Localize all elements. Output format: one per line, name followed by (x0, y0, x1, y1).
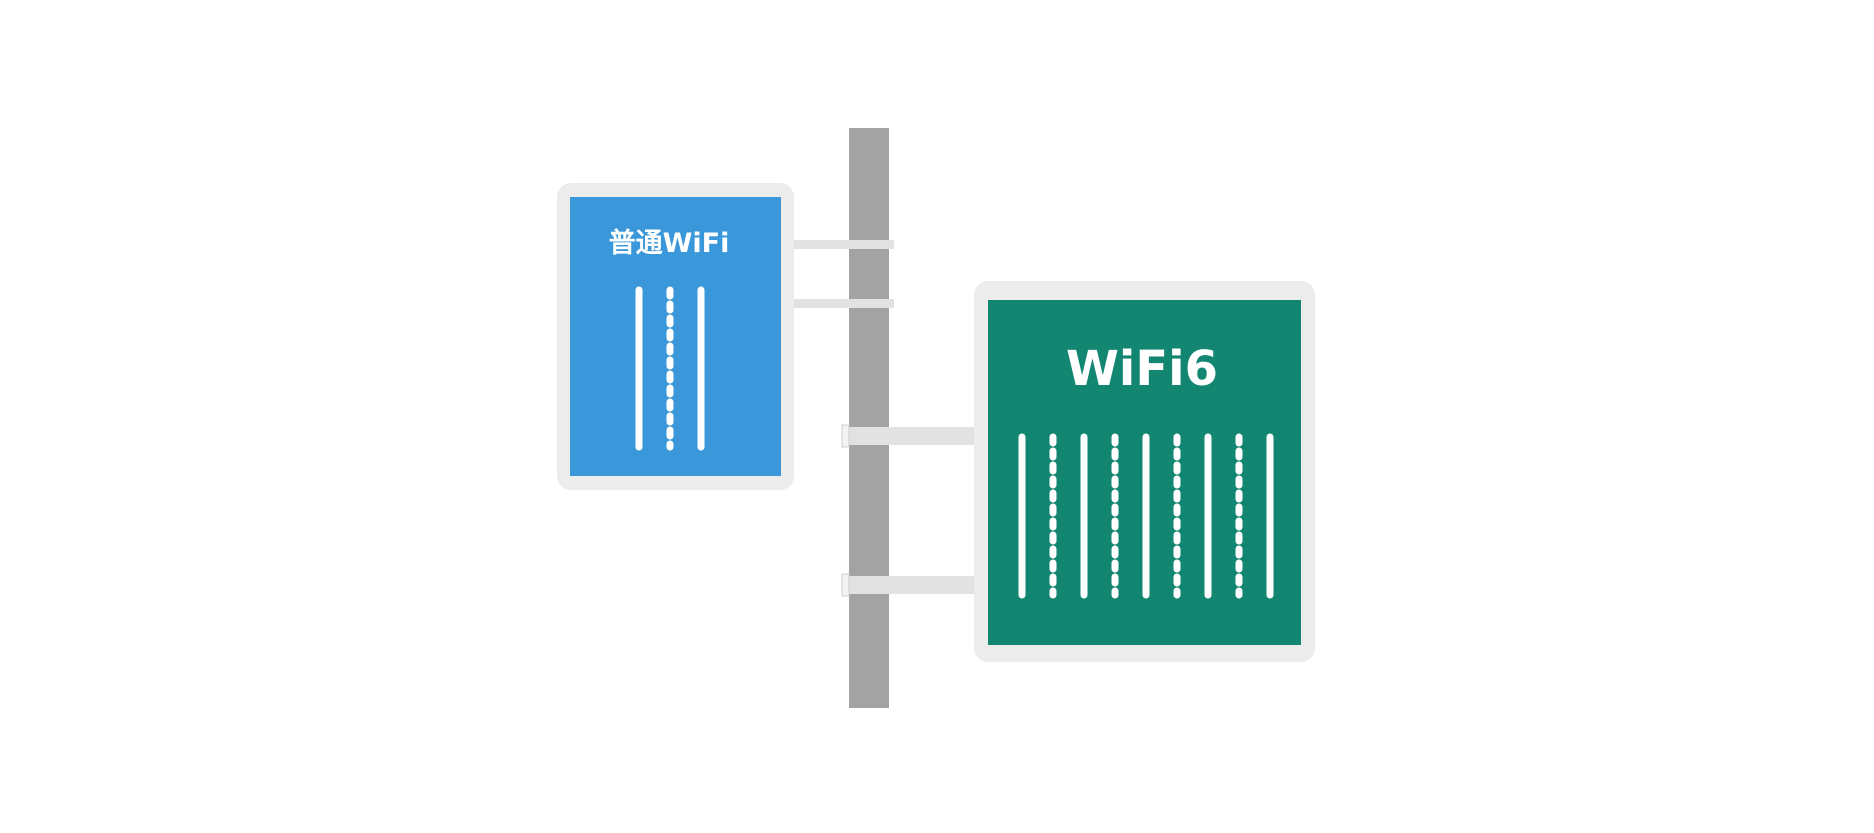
lower-bracket-left (794, 299, 894, 308)
regular-lane-lines (635, 286, 705, 451)
regular-sign-brackets (794, 240, 894, 308)
sign-pole (849, 128, 889, 708)
upper-bracket-right-clamp (841, 424, 850, 448)
regular-sign-panel (570, 197, 781, 476)
wifi6-sign: WiFi6 (974, 281, 1315, 662)
upper-bracket-right (842, 427, 976, 445)
lower-bracket-right (842, 576, 976, 594)
lower-bracket-right-clamp (841, 573, 850, 597)
regular-wifi-sign: 普通WiFi (557, 183, 794, 490)
wifi6-lane-lines (1018, 433, 1274, 599)
regular-sign-title: 普通WiFi (609, 227, 730, 259)
upper-bracket-left (794, 240, 894, 249)
wifi6-sign-title: WiFi6 (1066, 341, 1218, 397)
wifi6-sign-brackets (841, 424, 976, 597)
